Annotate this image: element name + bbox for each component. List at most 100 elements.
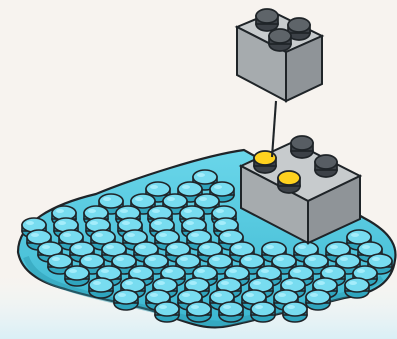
baseplate-stud-top — [304, 254, 328, 268]
baseplate-stud-shine — [125, 281, 133, 285]
baseplate-stud-shine — [229, 269, 237, 273]
baseplate-stud-shine — [180, 257, 188, 261]
baseplate-stud-top — [306, 290, 330, 304]
baseplate-stud-top — [368, 254, 392, 268]
baseplate-stud — [306, 290, 330, 310]
baseplate-stud — [251, 302, 275, 322]
baseplate-stud-shine — [182, 185, 190, 189]
baseplate-stud-shine — [42, 245, 50, 249]
baseplate-stud-shine — [152, 209, 160, 213]
baseplate-stud-shine — [133, 269, 141, 273]
baseplate-stud-shine — [84, 257, 92, 261]
baseplate-stud-shine — [261, 269, 269, 273]
baseplate-stud-top — [251, 302, 275, 316]
baseplate-stud — [65, 266, 89, 286]
baseplate-stud — [89, 278, 113, 298]
baseplate-stud-top — [65, 266, 89, 280]
floating-stud-back-left — [256, 9, 278, 31]
baseplate-stud — [114, 290, 138, 310]
baseplate-stud-shine — [150, 185, 158, 189]
baseplate-stud-top — [131, 194, 155, 208]
baseplate-stud-shine — [93, 281, 101, 285]
baseplate-stud-top — [345, 278, 369, 292]
baseplate-stud-top — [99, 194, 123, 208]
dark-stud-right — [315, 155, 337, 177]
baseplate-stud-top — [48, 254, 72, 268]
baseplate-stud-shine — [189, 281, 197, 285]
baseplate-stud-shine — [298, 245, 306, 249]
baseplate-stud-shine — [221, 281, 229, 285]
baseplate-stud-shine — [357, 269, 365, 273]
baseplate-stud-shine — [191, 233, 199, 237]
baseplate-stud-shine — [74, 245, 82, 249]
yellow-stud-front — [278, 171, 300, 193]
baseplate-stud-top — [283, 302, 307, 316]
baseplate-stud-shine — [223, 233, 231, 237]
baseplate-stud-shine — [351, 233, 359, 237]
baseplate-stud-top — [187, 302, 211, 316]
baseplate-stud-top — [144, 254, 168, 268]
baseplate-stud-shine — [214, 185, 222, 189]
baseplate-stud-shine — [234, 245, 242, 249]
baseplate-stud-shine — [310, 293, 318, 297]
baseplate-stud-shine — [287, 305, 295, 309]
baseplate-stud-top — [240, 254, 264, 268]
baseplate-stud-shine — [103, 197, 111, 201]
baseplate-stud-shine — [317, 281, 325, 285]
baseplate-stud-shine — [154, 221, 162, 225]
baseplate-stud-shine — [69, 269, 77, 273]
baseplate-stud-top — [80, 254, 104, 268]
baseplate-stud-top — [163, 194, 187, 208]
baseplate-stud — [155, 302, 179, 322]
baseplate-stud-shine — [197, 173, 205, 177]
baseplate-stud-top — [178, 182, 202, 196]
baseplate-stud-shine — [157, 281, 165, 285]
baseplate-stud — [283, 302, 307, 322]
baseplate-stud-shine — [212, 257, 220, 261]
baseplate-stud-top — [219, 302, 243, 316]
baseplate-stud-top — [208, 254, 232, 268]
baseplate-stud-shine — [127, 233, 135, 237]
baseplate-stud-shine — [118, 293, 126, 297]
baseplate-stud-top — [336, 254, 360, 268]
baseplate-stud-shine — [330, 245, 338, 249]
baseplate-stud-top — [146, 182, 170, 196]
baseplate-stud-shine — [135, 197, 143, 201]
baseplate-stud-top — [114, 290, 138, 304]
baseplate-stud-top — [89, 278, 113, 292]
baseplate-stud-shine — [278, 293, 286, 297]
baseplate-stud-shine — [182, 293, 190, 297]
baseplate-stud-shine — [159, 233, 167, 237]
baseplate-stud-shine — [202, 245, 210, 249]
baseplate-stud-shine — [244, 257, 252, 261]
baseplate-stud — [187, 302, 211, 322]
baseplate-stud-shine — [223, 305, 231, 309]
baseplate-stud-shine — [170, 245, 178, 249]
baseplate-stud-shine — [266, 245, 274, 249]
baseplate-stud-shine — [58, 221, 66, 225]
baseplate-stud-shine — [101, 269, 109, 273]
dark-stud-top — [291, 136, 313, 158]
baseplate-stud-shine — [308, 257, 316, 261]
baseplate-stud-shine — [255, 305, 263, 309]
baseplate-stud-shine — [165, 269, 173, 273]
baseplate-stud-shine — [362, 245, 370, 249]
baseplate-stud-shine — [138, 245, 146, 249]
baseplate-stud-shine — [63, 233, 71, 237]
baseplate-stud-shine — [218, 221, 226, 225]
baseplate-stud-shine — [150, 293, 158, 297]
baseplate-stud-shine — [285, 281, 293, 285]
baseplate-stud-shine — [106, 245, 114, 249]
baseplate-stud-shine — [159, 305, 167, 309]
baseplate-stud — [219, 302, 243, 322]
baseplate-stud-shine — [88, 209, 96, 213]
baseplate-stud-top — [176, 254, 200, 268]
baseplate-stud-top — [210, 182, 234, 196]
baseplate-stud-shine — [214, 293, 222, 297]
baseplate-stud-shine — [148, 257, 156, 261]
baseplate-stud-shine — [26, 221, 34, 225]
baseplate-stud-shine — [276, 257, 284, 261]
baseplate-stud — [345, 278, 369, 298]
baseplate-stud-shine — [191, 305, 199, 309]
